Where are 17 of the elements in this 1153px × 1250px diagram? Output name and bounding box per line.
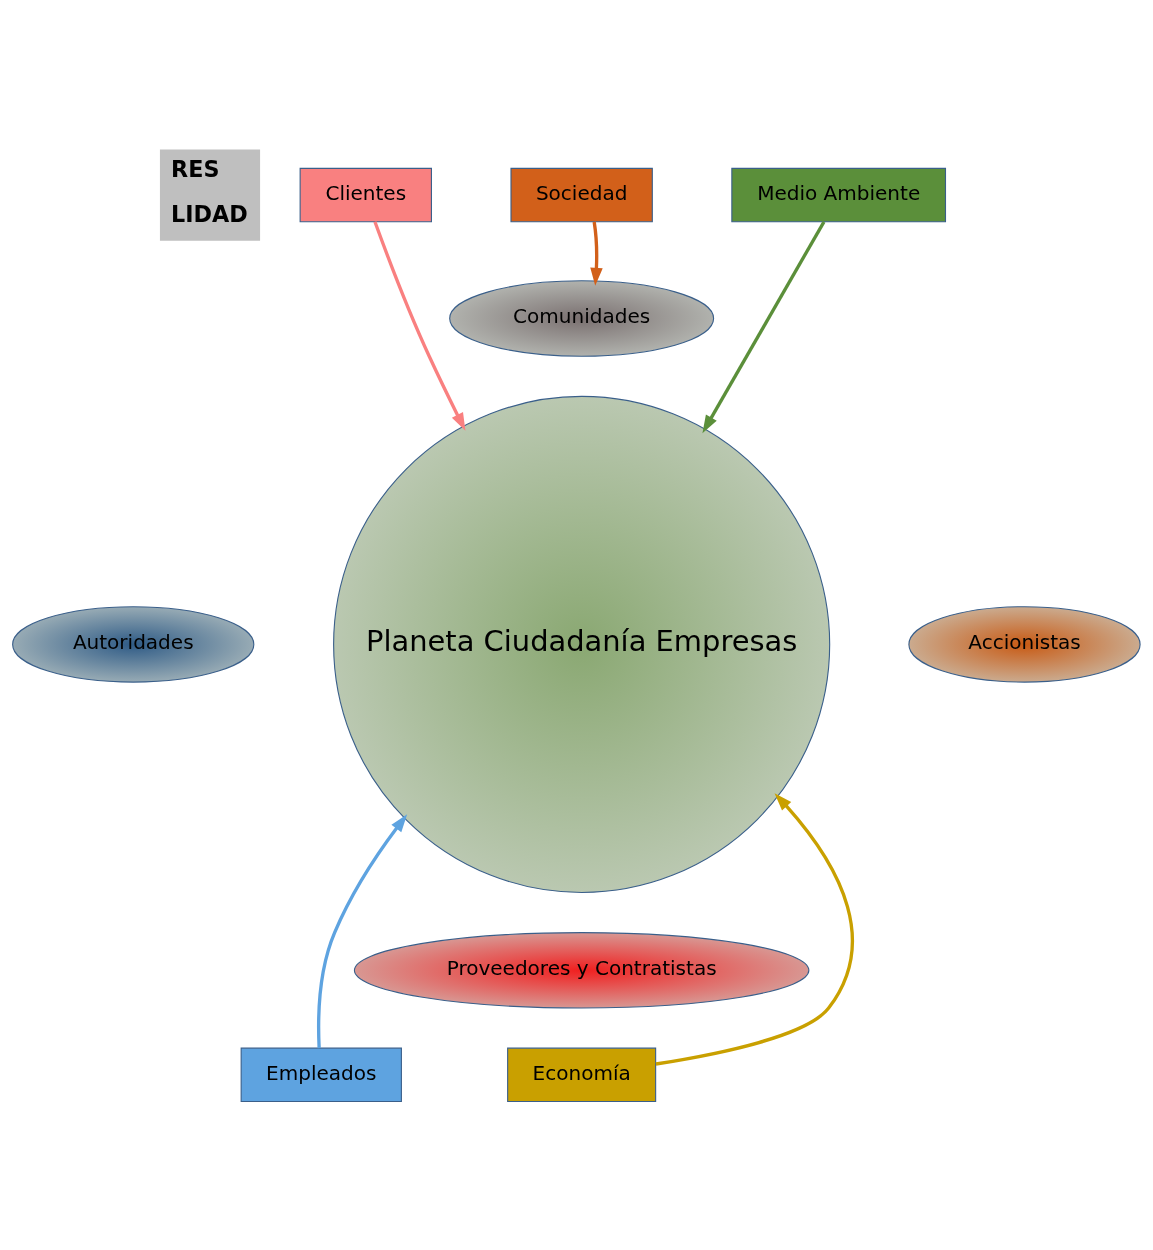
arrow — [655, 792, 854, 1066]
node-box: Medio Ambiente — [731, 167, 947, 222]
node-ellipse: Accionistas — [908, 605, 1141, 683]
arrow — [317, 813, 408, 1048]
arrow — [590, 221, 603, 286]
node-box: Economía — [507, 1047, 657, 1102]
arrow — [373, 220, 466, 431]
node-ellipse: Autoridades — [12, 605, 255, 683]
node-box: Sociedad — [510, 167, 653, 222]
arrow — [702, 220, 826, 433]
node-box: Empleados — [240, 1047, 402, 1102]
node-circle: Planeta Ciudadanía Empresas — [333, 395, 831, 893]
label: RES — [171, 155, 220, 182]
node-box: Clientes — [299, 167, 432, 222]
node-ellipse: Comunidades — [449, 279, 715, 357]
node-ellipse: Proveedores y Contratistas — [353, 931, 810, 1009]
label: LIDAD — [171, 200, 248, 227]
